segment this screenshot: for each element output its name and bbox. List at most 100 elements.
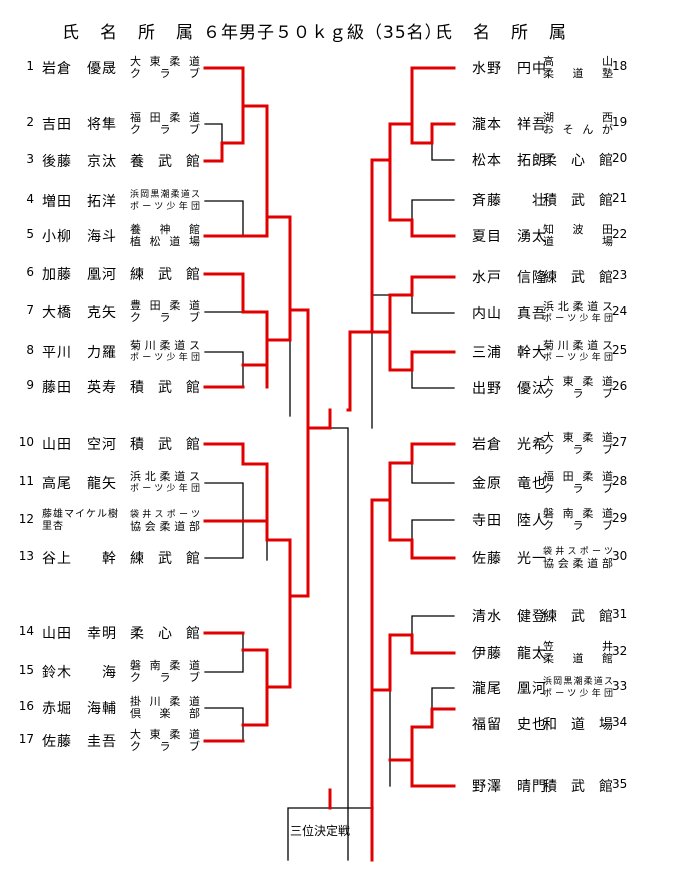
entry-name: 藤田 英寿 [42,380,117,396]
entry-name: 内山 真吾 [472,306,547,322]
entry-affiliation: 練武館 [543,609,613,625]
entry-name: 大橋 克矢 [42,305,117,321]
header-left-columns: 氏名所属 [62,18,200,43]
entry-affiliation-line: クラブ [543,519,613,532]
third-place-match-label: 三位決定戦 [290,824,351,838]
entry-affiliation-line: 大東柔道 [543,431,613,444]
entry-name: 水野 円中 [472,61,547,77]
entry-affiliation-line: 養神館 [130,223,200,236]
bracket-winner-line [203,442,269,485]
entry-name: 平川 力羅 [42,345,117,361]
entry-name: 松本 拓朗 [472,153,547,169]
entry-name: 山田 空河 [42,437,117,453]
entry-affiliation-line: ポーツ少年団 [543,314,613,324]
entry-affiliation-line: 笠井 [543,640,613,653]
entry-number: 26 [612,379,628,393]
entry-number: 11 [18,474,34,488]
entry-affiliation: 養武館 [130,154,200,170]
entry-affiliation-line: クラブ [130,740,200,753]
bracket-winner-line [410,707,456,729]
bracket-winner-line [241,215,269,238]
entry-affiliation-line: 協会柔道部 [130,520,200,533]
bracket-line [204,351,244,388]
entry-name: 金原 竜也 [472,476,547,492]
entry-affiliation-line: 柔道館 [543,652,613,665]
entry-affiliation-line: クラブ [130,123,200,136]
entry-number: 35 [612,777,628,791]
bracket-winner-line [410,350,456,372]
entry-number: 7 [26,303,34,317]
entry-affiliation-line: 浜北柔道ス [543,300,613,313]
entry-affiliation-line: おそんが [543,123,613,136]
entry-affiliation-line: 磐南柔道 [543,507,613,520]
bracket-winner-line [410,66,456,108]
entry-affiliation-line: 柔道塾 [543,67,613,80]
entry-number: 22 [612,227,628,241]
entry-number: 30 [612,549,628,563]
bracket-line [204,707,244,742]
bracket-winner-line [203,104,245,163]
bracket-line [329,427,349,861]
entry-name: 吉田 将隼 [42,117,117,133]
bracket-winner-line [203,272,245,314]
entry-affiliation: 柔心館 [543,153,613,169]
entry-number: 24 [612,304,628,318]
entry-name: 福留 史也 [472,717,547,733]
entry-affiliation: 積武館 [130,380,200,396]
entry-name: 夏目 湧太 [472,229,547,245]
col-aff1: 所 [138,23,156,43]
entry-affiliation-line: クラブ [130,311,200,324]
entry-name: 後藤 京汰 [42,154,117,170]
bracket-winner-line [203,66,245,108]
bracket-winner-line [388,275,414,334]
entry-affiliation-line: 道場 [543,235,613,248]
entry-number: 21 [612,191,628,205]
entry-affiliation-line: ポーツ少年団 [130,484,200,494]
entry-number: 19 [612,115,628,129]
col-name1-r: 氏 [435,23,453,43]
entry-number: 14 [18,624,34,638]
entry-affiliation-line: 倶楽部 [130,707,200,720]
bracket-winner-line [288,408,332,598]
entry-name: 加藤 凰河 [42,267,117,283]
entry-name: 佐藤 光一 [472,551,547,567]
entry-affiliation-line: 菊川柔道ス [130,339,200,352]
header-right-columns: 氏名所属 [435,18,573,43]
entry-affiliation: 練武館 [130,267,200,283]
entry-name: 寺田 陸人 [472,513,547,529]
bracket-line [204,632,244,673]
entry-affiliation: 積武館 [543,193,613,209]
entry-name: 水戸 信隆 [472,270,547,286]
entry-affiliation-line: 袋井スポーツ [130,510,200,520]
bracket-winner-line [370,158,414,372]
entry-number: 2 [26,115,34,129]
entry-affiliation: 浜岡黒潮柔道スポーツ少年団 [543,677,613,699]
entry-affiliation-line: クラブ [543,387,613,400]
bracket-winner-line [388,122,456,238]
entry-number: 10 [18,435,34,449]
bracket-line [431,687,455,710]
entry-number: 1 [26,59,34,73]
col-aff1-r: 所 [511,23,529,43]
entry-affiliation-line: ポーツ少年団 [543,353,613,363]
